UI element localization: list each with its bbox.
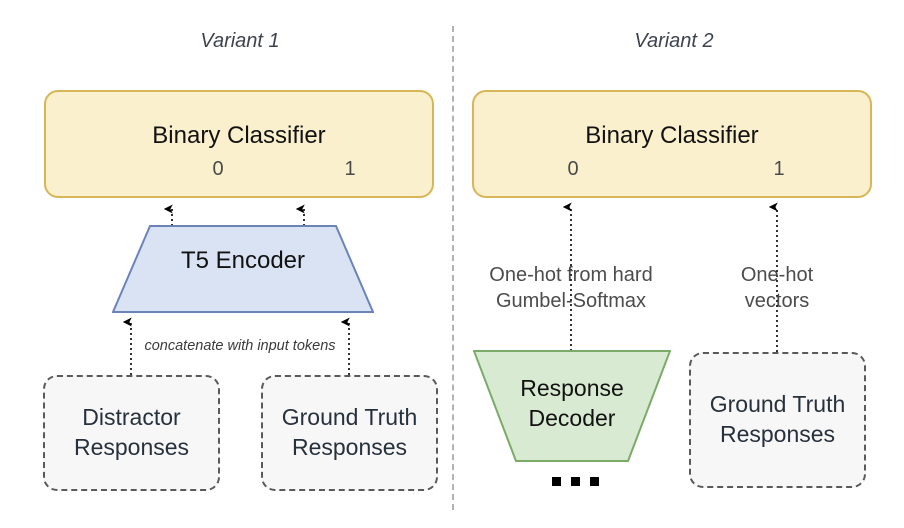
panel-divider — [452, 26, 454, 510]
variant2-edge-caption-gumbel: One-hot from hard Gumbel-Softmax — [489, 264, 653, 313]
variant1-input-ground-truth-responses[interactable]: Ground Truth Responses — [261, 375, 438, 491]
variant1-input-ground-truth-label: Ground Truth Responses — [281, 404, 418, 460]
variant1-t5-encoder-label: T5 Encoder — [180, 247, 306, 274]
variant1-classifier-output-1: 1 — [344, 158, 356, 180]
variant1-classifier-output-0: 0 — [212, 158, 224, 180]
variant2-input-ground-truth-label: Ground Truth Responses — [709, 391, 846, 447]
variant2-edge-caption-onehot: One-hot vectors — [740, 264, 814, 313]
variant2-response-decoder-label: Response Decoder — [520, 375, 624, 431]
variant2-input-ground-truth-responses[interactable]: Ground Truth Responses — [689, 352, 866, 488]
variant1-title: Variant 1 — [200, 30, 280, 52]
variant2-classifier-output-1: 1 — [773, 158, 785, 180]
variant1-input-distractor-responses[interactable]: Distractor Responses — [43, 375, 220, 491]
variant2-classifier-label: Binary Classifier — [585, 122, 759, 149]
variant1-input-distractor-label: Distractor Responses — [73, 404, 190, 460]
variant1-classifier-label: Binary Classifier — [152, 122, 326, 149]
variant2-title: Variant 2 — [634, 30, 714, 52]
variant2-decoder-ellipsis-icon — [552, 477, 599, 486]
variant1-edge-caption: concatenate with input tokens — [144, 338, 336, 354]
variant1-t5-encoder-shape[interactable]: T5 Encoder — [111, 225, 375, 313]
variant2-binary-classifier-box[interactable]: Binary Classifier 0 1 — [472, 90, 872, 198]
variant1-binary-classifier-box[interactable]: Binary Classifier 0 1 — [44, 90, 434, 198]
variant2-classifier-output-0: 0 — [567, 158, 579, 180]
variant2-response-decoder-shape[interactable]: Response Decoder — [472, 350, 672, 462]
